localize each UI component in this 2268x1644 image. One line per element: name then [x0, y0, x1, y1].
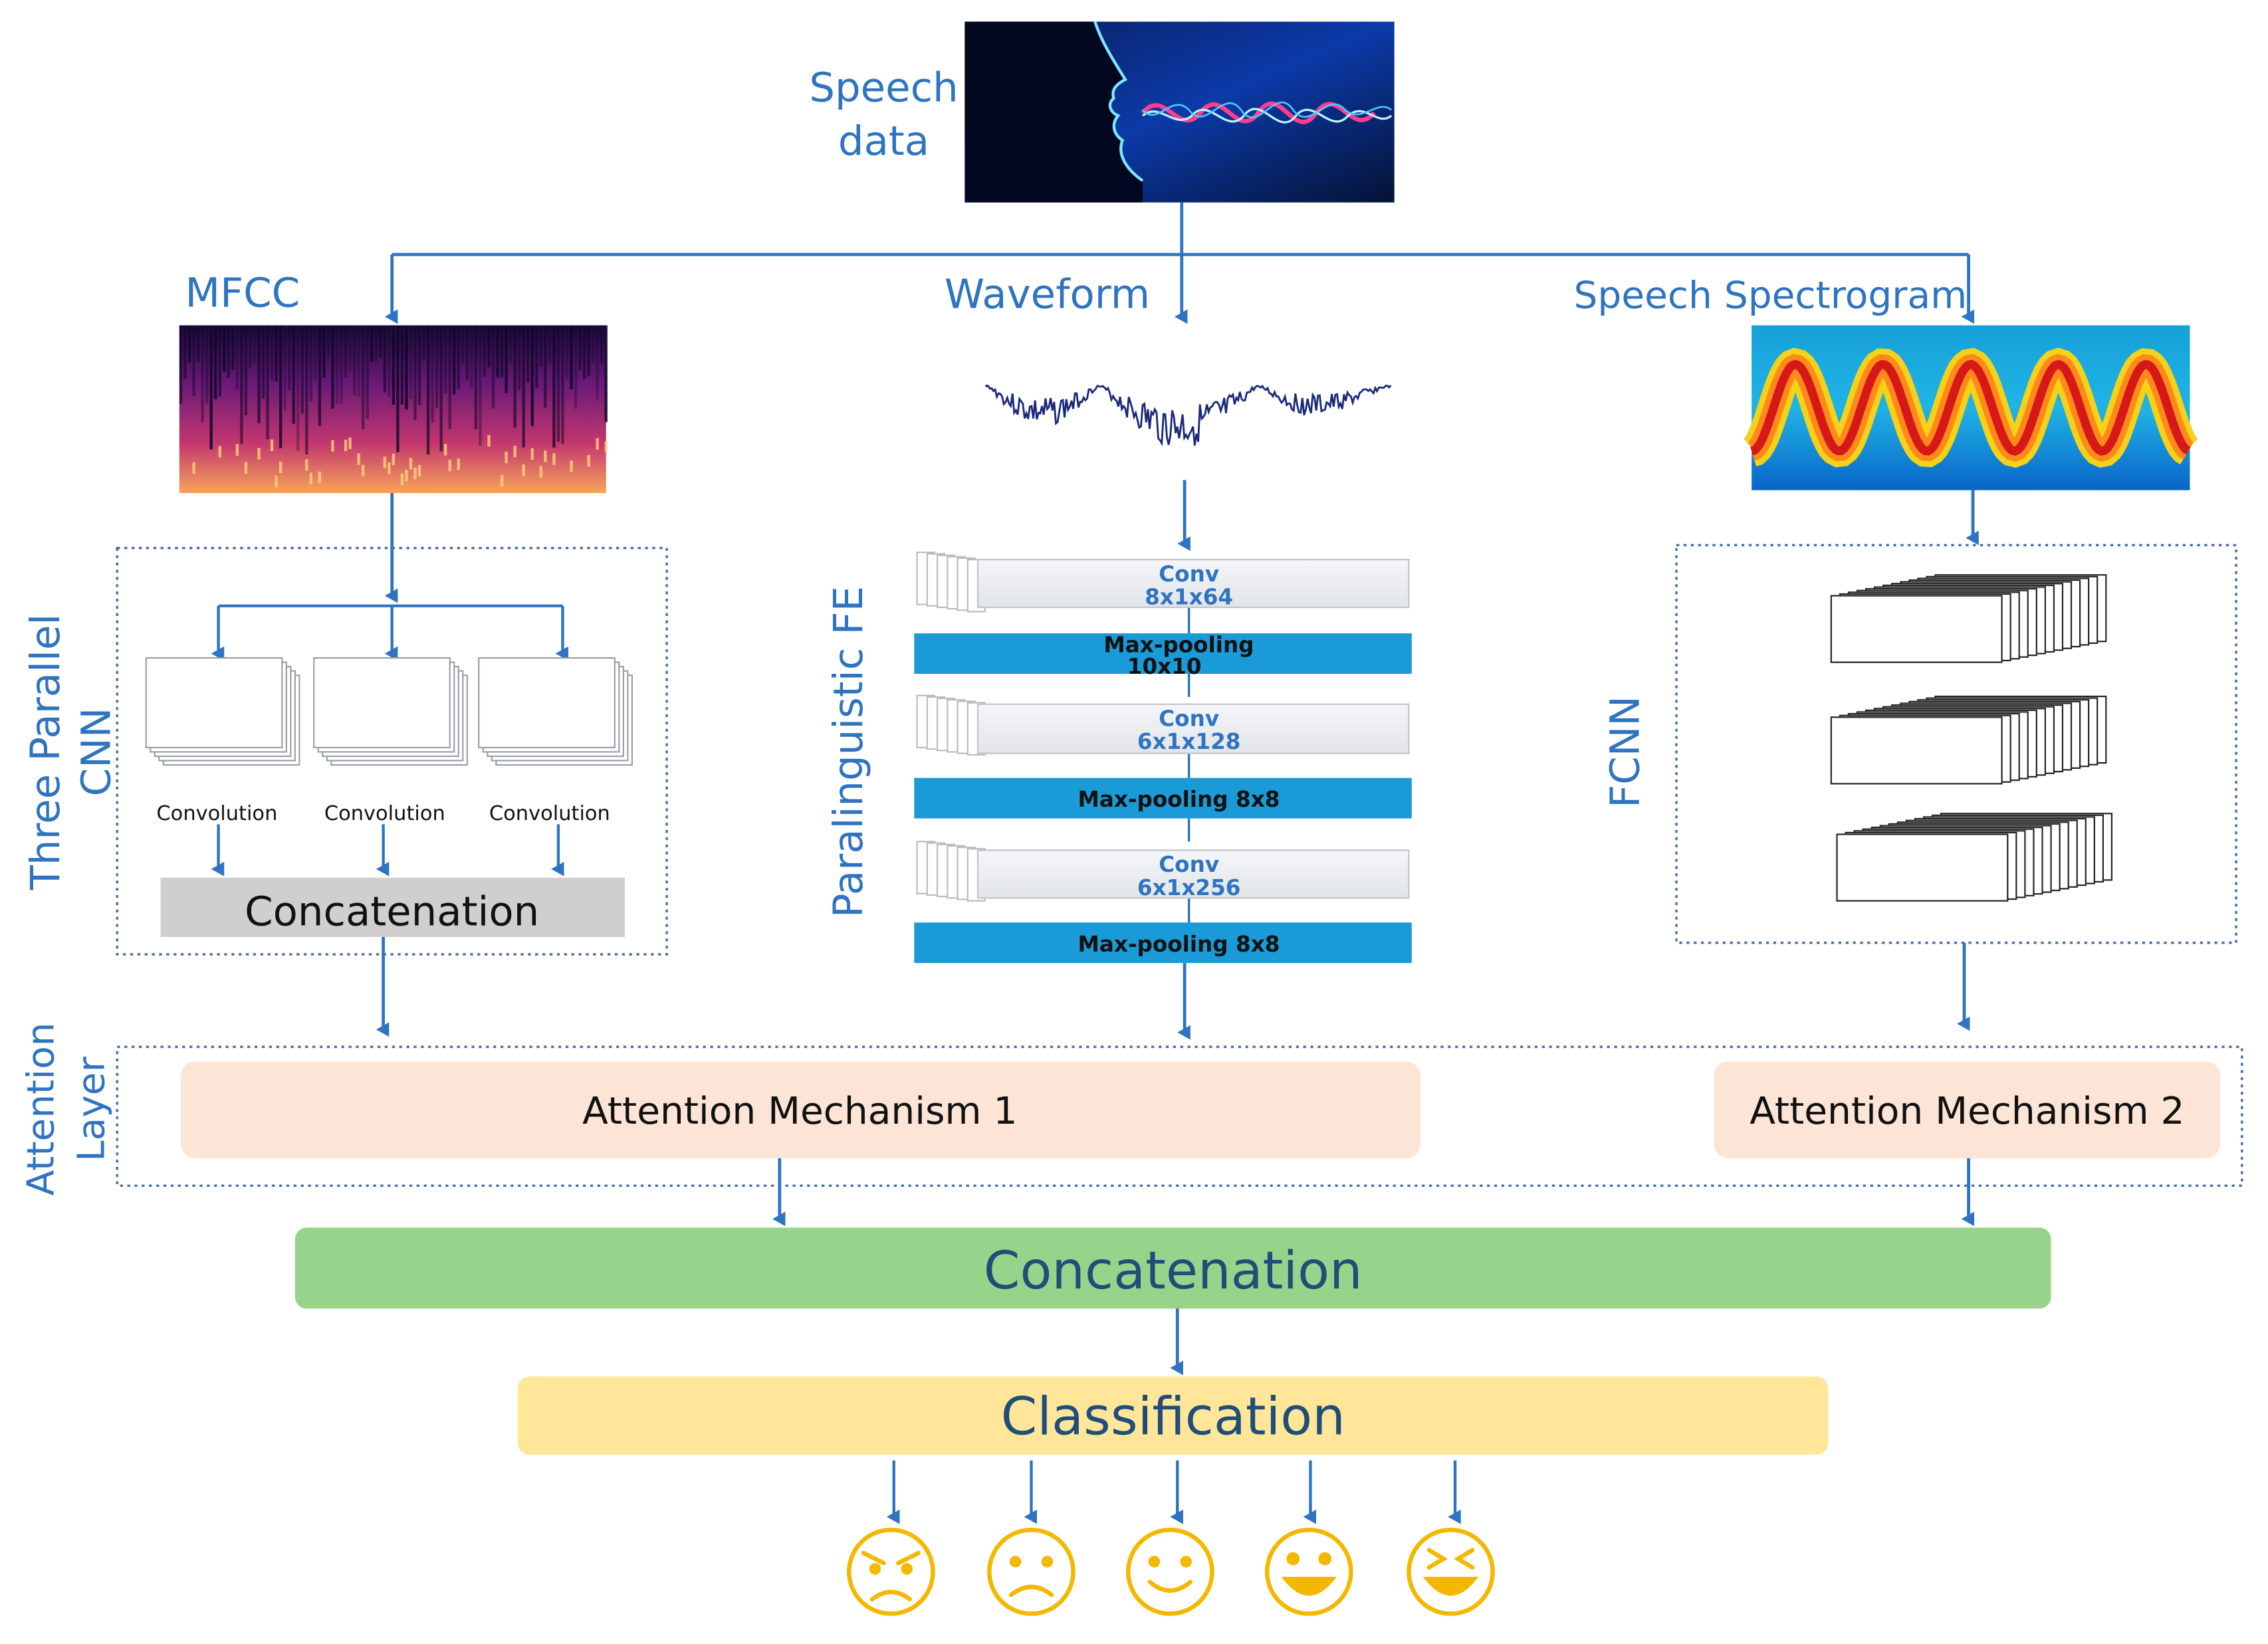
- speech-data-label: Speech: [809, 64, 958, 111]
- concatenation-label: Concatenation: [984, 1241, 1363, 1301]
- top-branch-arrows: [384, 202, 1975, 324]
- parallel-branch-arrows: [211, 604, 569, 876]
- attention-mechanism-1-box: [181, 1061, 1420, 1158]
- para-pool-block-3: Max-pooling 8x8: [914, 922, 1412, 964]
- para-pool-block-1: Max-pooling 10x10: [914, 632, 1412, 679]
- mfcc-image: [179, 325, 608, 494]
- convolution-label-2: Convolution: [324, 802, 445, 825]
- three-parallel-cnn-label: Three Parallel: [22, 614, 69, 891]
- svg-text:Conv: Conv: [1159, 706, 1219, 731]
- fcnn-stack-2: [1830, 695, 2107, 785]
- classification-box: [518, 1376, 1829, 1455]
- attention-layer-label-2: Layer: [70, 1056, 114, 1161]
- emotion-arrows: [886, 1460, 1461, 1524]
- conv-stack-1: [145, 657, 300, 766]
- speech-data-image: [964, 21, 1395, 203]
- svg-text:6x1x256: 6x1x256: [1137, 875, 1241, 900]
- svg-text:10x10: 10x10: [1127, 654, 1202, 679]
- laughing-face-icon: [1407, 1527, 1495, 1616]
- attention-mechanism-2-box: [1714, 1061, 2221, 1158]
- svg-text:Max-pooling 8x8: Max-pooling 8x8: [1077, 932, 1280, 957]
- waveform-label: Waveform: [945, 270, 1150, 318]
- para-conv-block-2: Conv 6x1x128: [916, 694, 1410, 756]
- attention-mechanism-1-label: Attention Mechanism 1: [582, 1089, 1017, 1133]
- fcnn-label: FCNN: [1601, 696, 1648, 808]
- convolution-label-3: Convolution: [489, 802, 610, 825]
- fcnn-box: [1675, 544, 2237, 944]
- concatenation-box: [294, 1227, 2051, 1309]
- speech-data-label-2: data: [838, 118, 929, 165]
- para-conv-block-1: Conv 8x1x64: [916, 552, 1410, 613]
- to-attention-arrows: [376, 937, 1970, 1040]
- attention-out-arrows: [772, 1158, 1975, 1227]
- svg-text:8x1x64: 8x1x64: [1145, 585, 1233, 610]
- attention-mechanism-2-label: Attention Mechanism 2: [1750, 1089, 2184, 1133]
- happy-face-icon: [1264, 1527, 1353, 1616]
- sad-face-icon: [987, 1527, 1076, 1616]
- svg-text:Max-pooling: Max-pooling: [1103, 632, 1254, 657]
- classification-label: Classification: [1001, 1387, 1345, 1447]
- para-conv-block-3: Conv 6x1x256: [916, 841, 1410, 902]
- svg-text:Conv: Conv: [1159, 852, 1219, 877]
- svg-text:Max-pooling 8x8: Max-pooling 8x8: [1077, 787, 1280, 812]
- spectrogram-image: [1744, 325, 2198, 490]
- conv-stack-2: [313, 657, 468, 766]
- attention-layer-label: Attention: [19, 1022, 63, 1195]
- svg-text:Conv: Conv: [1159, 562, 1219, 587]
- three-parallel-cnn-box: [116, 546, 668, 956]
- small-concatenation-box: [160, 877, 625, 938]
- fcnn-stack-3: [1836, 813, 2113, 902]
- para-pool-block-2: Max-pooling 8x8: [914, 777, 1412, 819]
- conv-stack-3: [478, 657, 633, 766]
- spectrogram-label: Speech Spectrogram: [1573, 273, 1967, 317]
- small-concatenation-label: Concatenation: [245, 888, 539, 936]
- fcnn-stack-1: [1830, 574, 2107, 663]
- smile-face-icon: [1126, 1527, 1214, 1616]
- waveform-image: [985, 384, 1392, 447]
- angry-face-icon: [847, 1527, 935, 1616]
- convolution-label-1: Convolution: [156, 802, 277, 825]
- svg-text:6x1x128: 6x1x128: [1137, 729, 1241, 754]
- mfcc-label: MFCC: [185, 269, 300, 316]
- image-down-arrows: [384, 480, 1979, 603]
- paralinguistic-fe-label: Paralinguistic FE: [825, 586, 872, 918]
- three-parallel-cnn-label-2: CNN: [72, 708, 120, 797]
